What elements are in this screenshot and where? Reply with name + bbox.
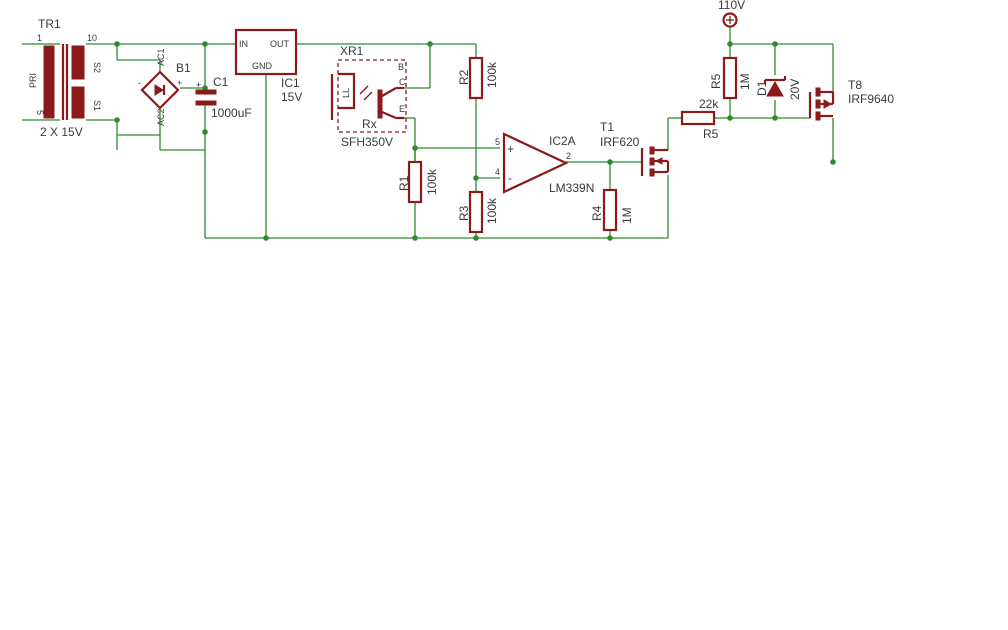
r1-name: R1 [397, 175, 411, 191]
xr1-c: C [399, 77, 406, 87]
junctions [114, 41, 836, 241]
xr1-e: E [399, 104, 405, 114]
wires [22, 27, 834, 239]
r5-series-name: R5 [703, 127, 719, 141]
r5-pullup-value: 1M [738, 73, 752, 90]
ic2a-pin-out: 2 [566, 151, 571, 161]
resistor-r3: R3 100k [457, 190, 499, 234]
xr1-rx: Rx [362, 117, 377, 131]
b1-ac2: AC2 [156, 108, 166, 126]
capacitor-c1: + C1 1000uF [195, 75, 252, 120]
t8-part: IRF9640 [848, 92, 894, 106]
r3-value: 100k [485, 197, 499, 224]
t1-name: T1 [600, 120, 614, 134]
resistor-r5-series: 22k R5 [680, 97, 719, 141]
transformer-tr1: TR1 1 10 5 PRI S2 S1 2 X 15V [28, 17, 102, 139]
tr1-s1: S1 [92, 100, 102, 111]
ic1-gnd: GND [252, 61, 273, 71]
resistor-r1: R1 100k [397, 160, 439, 204]
xr1-ll: LL [341, 88, 351, 98]
b1-ac1: AC1 [156, 48, 166, 66]
junction-dot [607, 235, 613, 241]
supply-label: 110V [718, 0, 745, 12]
tr1-pin-5: 5 [35, 110, 45, 115]
tr1-s2: S2 [92, 62, 102, 73]
ic1-in: IN [239, 39, 248, 49]
ic2a-name: IC2A [549, 134, 576, 148]
junction-dot [727, 115, 733, 121]
xr1-b: B [398, 62, 404, 72]
ic1-out: OUT [270, 39, 290, 49]
d1-name: D1 [755, 80, 769, 96]
b1-name: B1 [176, 61, 191, 75]
ic2a-minus: - [508, 171, 512, 185]
resistor-r2: R2 100k [457, 56, 499, 100]
t8-name: T8 [848, 78, 862, 92]
tr1-name: TR1 [38, 17, 61, 31]
mosfet-t1: T1 IRF620 [600, 120, 670, 177]
junction-dot [427, 41, 433, 47]
junction-dot [202, 41, 208, 47]
junction-dot [263, 235, 269, 241]
r5-series-value: 22k [699, 97, 719, 111]
junction-dot [114, 41, 120, 47]
junction-dot [473, 235, 479, 241]
junction-dot [202, 85, 208, 91]
junction-dot [473, 175, 479, 181]
r5-pullup-name: R5 [709, 73, 723, 89]
ic2a-plus: + [507, 142, 514, 156]
tr1-value: 2 X 15V [40, 125, 83, 139]
ic2a-part: LM339N [549, 181, 594, 195]
tr1-pin-1: 1 [37, 33, 42, 43]
r2-name: R2 [457, 69, 471, 85]
ic1-name: IC1 [281, 76, 300, 90]
resistor-r4: R4 1M [590, 188, 634, 232]
r2-value: 100k [485, 61, 499, 88]
junction-dot [607, 159, 613, 165]
supply-110v: 110V [718, 0, 745, 28]
junction-dot [412, 235, 418, 241]
c1-name: C1 [213, 75, 229, 89]
resistor-r5-pullup: R5 1M [709, 56, 752, 100]
xr1-name: XR1 [340, 44, 364, 58]
r3-name: R3 [457, 205, 471, 221]
b1-plus: + [177, 78, 182, 88]
junction-dot [727, 41, 733, 47]
r1-value: 100k [425, 168, 439, 195]
b1-minus: - [138, 78, 141, 88]
bridge-rectifier-b1: AC1 AC2 - + B1 [138, 48, 191, 126]
tr1-pri: PRI [28, 73, 38, 88]
junction-dot [830, 159, 836, 165]
regulator-ic1: IN OUT GND IC1 15V [234, 28, 302, 104]
mosfet-t8: T8 IRF9640 [808, 78, 894, 121]
comparator-ic2a: + - 5 4 2 IC2A LM339N [495, 132, 594, 195]
r4-name: R4 [590, 205, 604, 221]
ic2a-pin-plus: 5 [495, 137, 500, 147]
c1-plus: + [196, 80, 201, 90]
sensor-xr1: LL B C E Rx XR1 SFH350V [330, 44, 407, 149]
tr1-pin-10: 10 [87, 33, 97, 43]
junction-dot [114, 117, 120, 123]
d1-value: 20V [788, 79, 802, 100]
t1-part: IRF620 [600, 135, 640, 149]
xr1-part: SFH350V [341, 135, 393, 149]
junction-dot [412, 145, 418, 151]
ic1-value: 15V [281, 90, 302, 104]
junction-dot [772, 41, 778, 47]
ic2a-pin-minus: 4 [495, 167, 500, 177]
junction-dot [202, 129, 208, 135]
junction-dot [772, 115, 778, 121]
zener-diode-d1: D1 20V [755, 76, 802, 100]
c1-value: 1000uF [211, 106, 252, 120]
r4-value: 1M [620, 207, 634, 224]
